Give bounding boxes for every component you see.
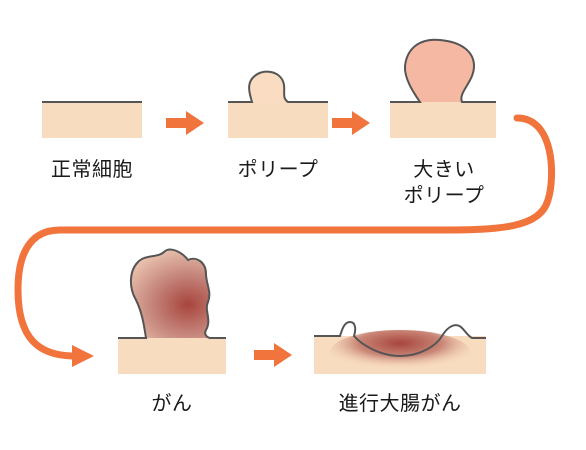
arrowhead-to-cancer: [72, 345, 94, 367]
label-cancer: がん: [151, 391, 193, 415]
label-advanced-cancer: 進行大腸がん: [338, 391, 462, 415]
connector-curve-right: [56, 114, 556, 234]
label-large-polyp: 大きい ポリープ: [403, 157, 485, 207]
label-normal-cell: 正常細胞: [51, 157, 133, 181]
large-polyp-illustration: [390, 38, 496, 138]
polyp-illustration: [228, 70, 328, 138]
label-polyp: ポリープ: [237, 157, 319, 181]
advanced-cancer-illustration: [314, 320, 486, 374]
normal-cell-illustration: [42, 101, 142, 138]
arrow-2: [332, 111, 370, 135]
arrow-3: [254, 343, 292, 367]
cancer-illustration: [118, 248, 226, 374]
arrow-1: [166, 111, 204, 135]
connector-curve-left: [14, 226, 76, 360]
